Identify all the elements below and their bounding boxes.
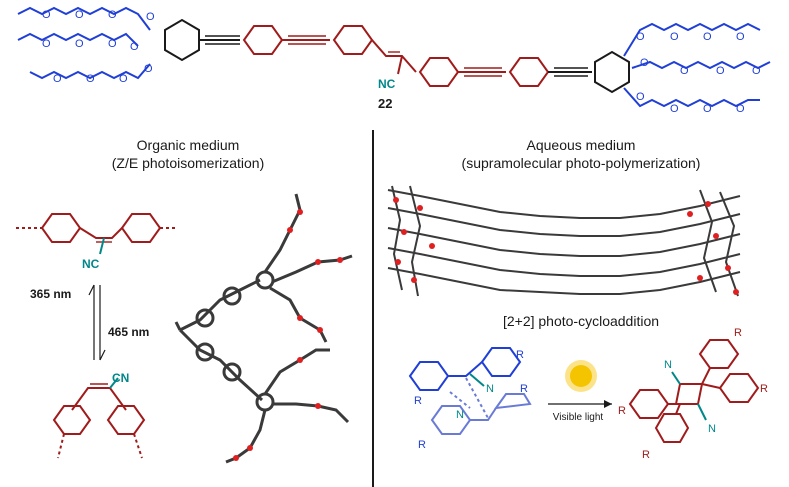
cyano-label: CN — [112, 371, 129, 385]
oxygen-label: O — [108, 9, 117, 21]
cyano-label: NC — [82, 257, 100, 271]
right-panel: Aqueous medium (supramolecular photo-pol… — [387, 137, 768, 461]
oxygen-label: O — [736, 103, 745, 115]
r-group-label: R — [418, 439, 426, 451]
r-group-label: R — [642, 449, 650, 461]
oxygen-label: O — [75, 38, 84, 50]
cyclobutane-product — [628, 339, 760, 443]
oxygen-label: O — [703, 103, 712, 115]
oxygen-label: O — [86, 73, 95, 85]
oxygen-label: O — [75, 9, 84, 21]
left-peg-chains — [17, 6, 151, 80]
oxygen-label: O — [53, 73, 62, 85]
cyano-label: NC — [378, 77, 396, 91]
oxygen-label: O — [716, 65, 725, 77]
equilibrium-arrows — [88, 284, 106, 361]
e-isomer-structure — [52, 377, 146, 459]
oxygen-label: O — [640, 57, 649, 69]
stacked-polymer-model — [387, 185, 741, 297]
oxygen-label: O — [703, 31, 712, 43]
oxygen-label: O — [42, 38, 51, 50]
left-panel-subtitle: (Z/E photoisomerization) — [112, 155, 265, 171]
reverse-wavelength: 465 nm — [108, 325, 149, 339]
oxygen-label: O — [42, 9, 51, 21]
right-panel-subtitle: (supramolecular photo-polymerization) — [462, 155, 701, 171]
core-backbone — [242, 25, 550, 87]
oxygen-label: O — [670, 31, 679, 43]
condition-label: Visible light — [553, 412, 604, 423]
oxygen-label: O — [119, 73, 128, 85]
oxygen-label: O — [752, 65, 761, 77]
right-gallate-ring — [594, 50, 630, 94]
nitrogen-label: N — [486, 383, 494, 395]
forward-wavelength: 365 nm — [30, 287, 71, 301]
oxygen-label: O — [680, 65, 689, 77]
oxygen-label: O — [636, 91, 645, 103]
oxygen-label: O — [146, 11, 155, 23]
left-panel: Organic medium (Z/E photoisomerization) … — [16, 137, 353, 464]
oxygen-label: O — [144, 63, 153, 75]
oxygen-atoms-left-model — [233, 209, 343, 461]
oxygen-label: O — [130, 41, 139, 53]
r-group-label: R — [516, 349, 524, 361]
left-gallate-ring — [164, 18, 200, 62]
right-peg-chains — [623, 22, 771, 108]
nitrogen-label: N — [664, 359, 672, 371]
r-group-label: R — [760, 383, 768, 395]
r-group-label: R — [414, 395, 422, 407]
arrow-head-icon — [604, 400, 612, 408]
r-group-label: R — [734, 327, 742, 339]
left-panel-title: Organic medium — [137, 137, 240, 153]
reaction-label: [2+2] photo-cycloaddition — [503, 313, 659, 329]
oxygen-label: O — [670, 103, 679, 115]
oxygen-atoms-right-model — [393, 197, 739, 295]
z-isomer-structure — [16, 213, 178, 255]
sun-icon — [565, 360, 597, 392]
right-panel-title: Aqueous medium — [527, 137, 636, 153]
nitrogen-label: N — [708, 423, 716, 435]
compound-number: 22 — [378, 96, 392, 111]
oxygen-label: O — [736, 31, 745, 43]
r-group-label: R — [618, 405, 626, 417]
nitrogen-label: N — [456, 409, 464, 421]
molecule-22: O O O O O O O O O O O O — [17, 6, 771, 115]
stick-model-3d — [174, 193, 353, 464]
oxygen-label: O — [108, 38, 117, 50]
blue-precursor-pair — [408, 347, 532, 435]
oxygen-label: O — [636, 31, 645, 43]
r-group-label: R — [520, 383, 528, 395]
